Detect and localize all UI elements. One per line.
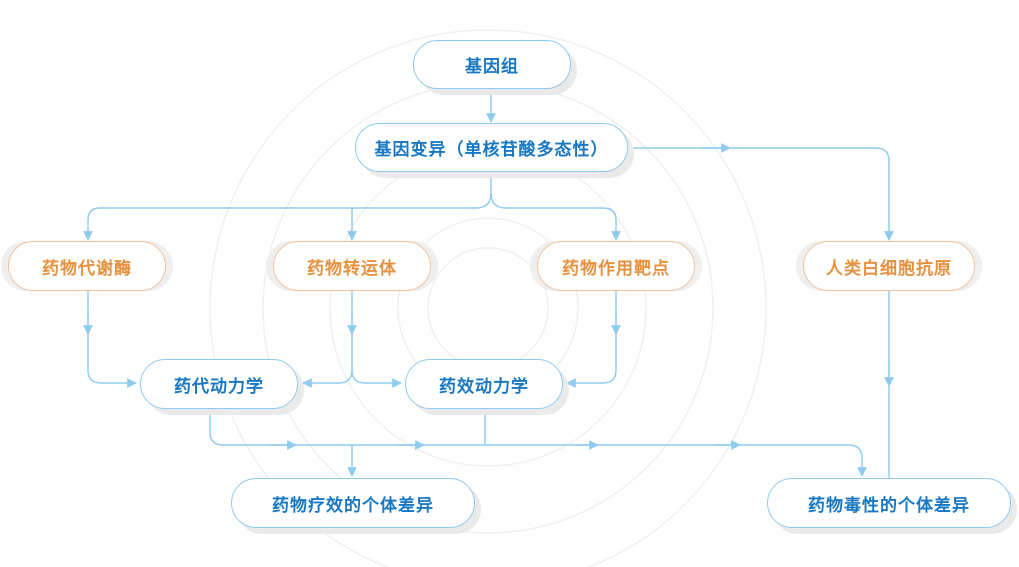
node-metabolic-enzyme: 药物代谢酶 bbox=[8, 241, 166, 291]
corner-transporter-pd bbox=[351, 369, 366, 384]
corner-enzyme-pk bbox=[87, 369, 102, 384]
branch-curve-right bbox=[490, 192, 507, 209]
node-toxicity-variation: 药物毒性的个体差异 bbox=[767, 478, 1011, 528]
node-drug-target: 药物作用靶点 bbox=[537, 241, 695, 291]
node-efficacy-variation: 药物疗效的个体差异 bbox=[231, 478, 475, 528]
corner-variation-hla bbox=[875, 147, 890, 162]
ring-5 bbox=[209, 29, 767, 567]
branch-corner-right bbox=[602, 207, 617, 221]
connectors bbox=[83, 89, 894, 478]
corner-pk-bus bbox=[209, 431, 224, 446]
branch-corner-left bbox=[87, 207, 101, 221]
node-gene-variation: 基因变异（单核苷酸多态性） bbox=[355, 123, 628, 172]
corner-target-pd bbox=[602, 369, 617, 384]
node-transporter: 药物转运体 bbox=[273, 241, 431, 291]
ring-3 bbox=[329, 149, 647, 467]
node-genome: 基因组 bbox=[413, 40, 571, 89]
corner-bus-toxicity bbox=[848, 444, 863, 459]
node-pharmacodynamics: 药效动力学 bbox=[405, 359, 563, 409]
branch-curve-left bbox=[475, 192, 492, 209]
node-pharmacokinetics: 药代动力学 bbox=[140, 359, 298, 409]
node-hla: 人类白细胞抗原 bbox=[803, 241, 975, 291]
ring-1 bbox=[427, 247, 549, 369]
concentric-rings bbox=[209, 29, 767, 567]
